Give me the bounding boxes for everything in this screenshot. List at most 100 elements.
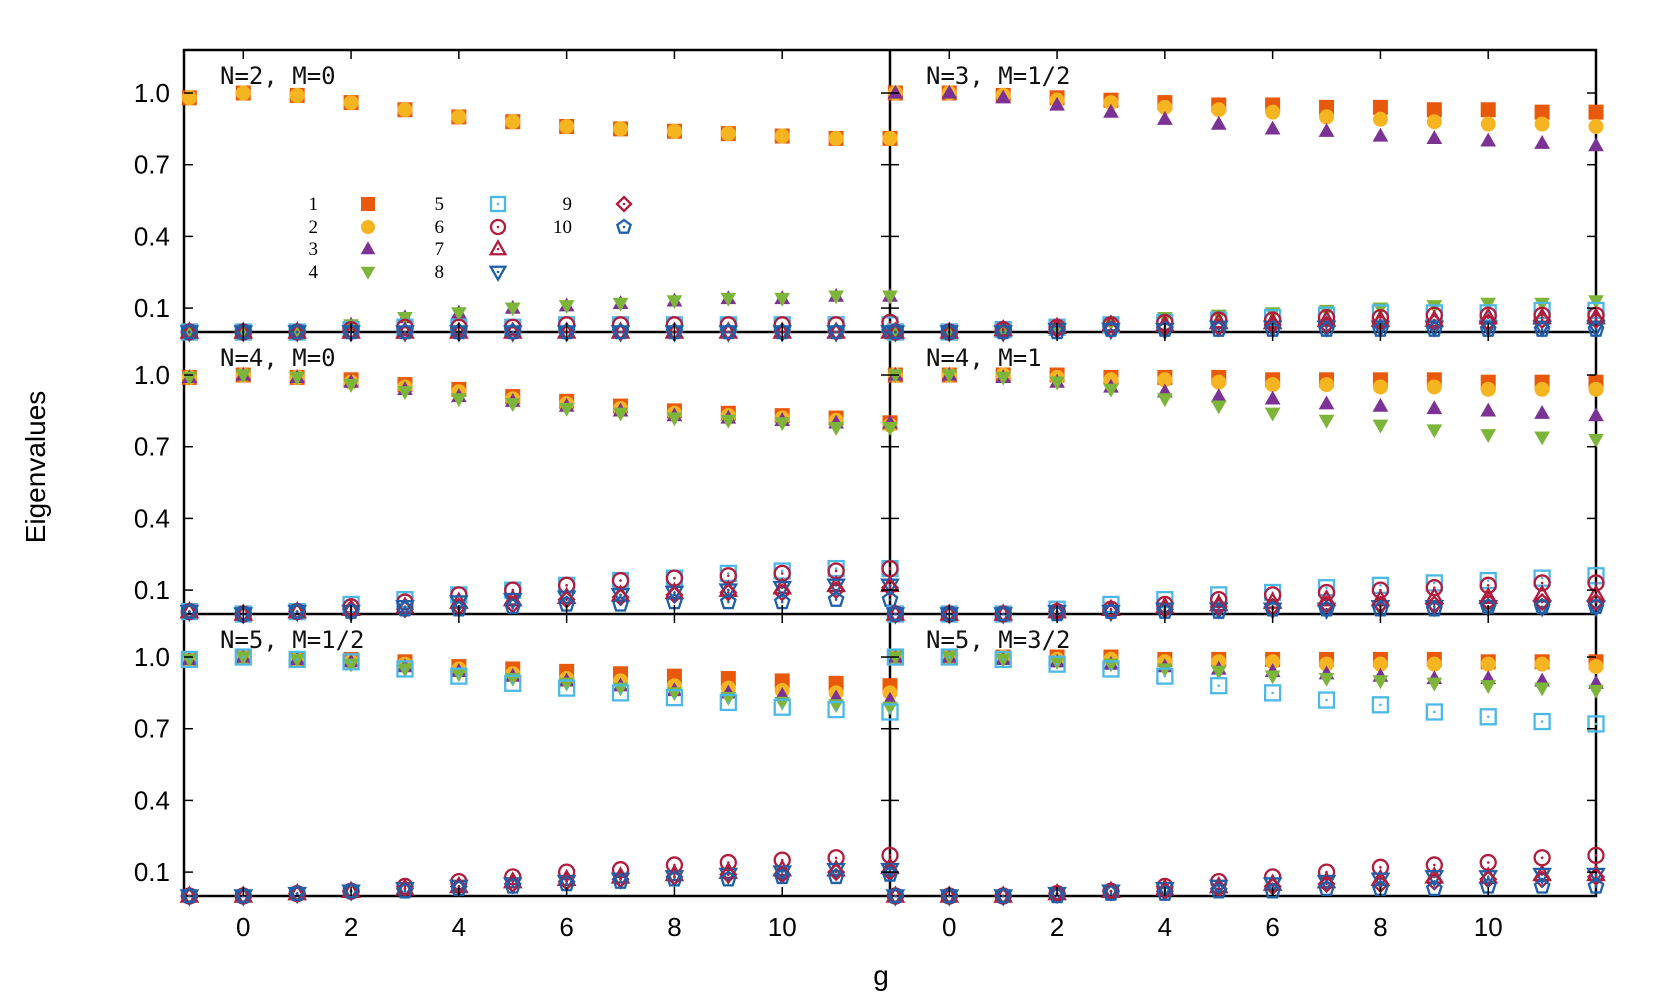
point-series-6-center-dot <box>834 569 838 573</box>
point-series-5-center-dot <box>1540 720 1544 723</box>
y-tick-label: 0.4 <box>134 785 170 815</box>
panel-2-points <box>885 84 1606 343</box>
point-series-9 <box>826 580 846 600</box>
point-series-2 <box>1588 659 1604 675</box>
point-series-10-center-dot <box>1540 328 1544 331</box>
point-series-2 <box>1319 656 1335 672</box>
point-series-8-center-dot <box>1217 607 1221 611</box>
point-series-5-center-dot <box>403 667 407 671</box>
point-series-2 <box>559 118 575 134</box>
point-series-5 <box>1156 667 1174 685</box>
point-series-10-center-dot <box>295 330 299 334</box>
point-series-8 <box>885 889 906 907</box>
point-series-4 <box>1372 675 1389 690</box>
point-series-10-center-dot <box>834 598 838 601</box>
panel-1-points <box>179 85 900 343</box>
point-series-9 <box>1586 867 1606 887</box>
point-series-10 <box>1533 320 1551 337</box>
point-series-9 <box>1586 592 1606 612</box>
point-series-10 <box>773 867 791 885</box>
point-series-4 <box>666 412 683 427</box>
point-series-9-center-dot <box>780 873 784 876</box>
point-series-9-center-dot <box>1217 325 1221 329</box>
point-series-9-center-dot <box>834 588 838 592</box>
data-points <box>179 84 1606 907</box>
point-series-4 <box>1103 383 1119 398</box>
point-series-6-center-dot <box>565 584 568 587</box>
point-series-3 <box>1372 397 1389 412</box>
point-series-3 <box>1264 120 1281 135</box>
point-series-2 <box>1426 114 1442 130</box>
point-series-8 <box>179 604 200 623</box>
point-series-8-center-dot <box>888 868 892 872</box>
point-series-8 <box>826 325 846 343</box>
point-series-4 <box>1210 400 1227 415</box>
point-series-8-center-dot <box>727 588 730 592</box>
point-series-8 <box>993 889 1014 907</box>
point-series-10 <box>612 323 630 340</box>
point-series-10 <box>504 597 522 615</box>
point-series-10 <box>940 887 958 904</box>
point-series-10-center-dot <box>888 598 892 601</box>
point-series-9-center-dot <box>1540 600 1544 604</box>
point-series-2 <box>666 123 682 139</box>
point-series-8 <box>718 325 739 343</box>
point-series-4 <box>612 407 629 422</box>
point-series-4 <box>397 663 413 678</box>
point-series-10 <box>1318 879 1336 897</box>
point-series-10 <box>180 602 198 619</box>
point-series-5 <box>1048 655 1066 673</box>
point-series-2 <box>235 85 251 101</box>
x-tick-label: 10 <box>768 912 797 942</box>
point-series-5-center-dot <box>511 682 515 685</box>
point-series-5-center-dot <box>565 686 568 690</box>
y-tick-label: 0.7 <box>134 714 170 744</box>
point-series-5 <box>1210 586 1228 604</box>
point-series-5 <box>1479 708 1497 726</box>
point-series-10 <box>612 595 630 612</box>
point-series-7-center-dot <box>511 880 515 883</box>
point-series-8-center-dot <box>780 870 784 874</box>
point-series-5 <box>557 679 576 697</box>
y-tick-label: 0.4 <box>134 221 170 251</box>
point-series-4 <box>1588 684 1604 699</box>
point-series-9-center-dot <box>888 586 892 590</box>
point-series-5-center-dot <box>1433 710 1436 714</box>
legend-marker-5 <box>489 195 507 213</box>
legend-label-6: 6 <box>435 217 445 238</box>
point-series-5-center-dot <box>834 708 838 711</box>
point-series-3 <box>995 89 1012 104</box>
point-series-5-center-dot <box>1001 658 1005 661</box>
point-series-8-center-dot <box>619 593 622 597</box>
point-series-4 <box>1210 665 1227 680</box>
point-series-6-center-dot <box>1594 854 1598 857</box>
point-series-5-center-dot <box>780 569 784 573</box>
point-series-5 <box>1587 715 1605 733</box>
legend-marker-9 <box>615 195 633 213</box>
point-series-8 <box>287 886 308 905</box>
point-series-4 <box>1049 376 1065 391</box>
point-series-10-center-dot <box>1325 887 1328 891</box>
point-series-10 <box>1587 320 1605 337</box>
point-series-10-center-dot <box>1217 328 1221 331</box>
point-series-5 <box>1102 660 1120 678</box>
x-tick-label: 0 <box>236 912 250 942</box>
point-series-7-center-dot <box>1109 607 1113 611</box>
point-series-10-center-dot <box>673 877 676 881</box>
point-series-2 <box>1103 95 1119 111</box>
panel-4-points <box>885 366 1606 625</box>
point-series-9-center-dot <box>1325 882 1328 886</box>
point-series-4 <box>1156 663 1173 678</box>
point-series-5-center-dot <box>834 567 838 570</box>
point-series-10 <box>881 865 899 882</box>
point-series-4 <box>450 307 467 322</box>
point-series-10-center-dot <box>888 873 892 876</box>
point-series-5-center-dot <box>1325 698 1328 702</box>
point-series-5 <box>827 700 845 719</box>
point-series-10-center-dot <box>295 610 299 613</box>
point-series-9-center-dot <box>1217 887 1221 891</box>
point-series-4 <box>289 371 306 386</box>
point-series-1 <box>1588 104 1604 120</box>
